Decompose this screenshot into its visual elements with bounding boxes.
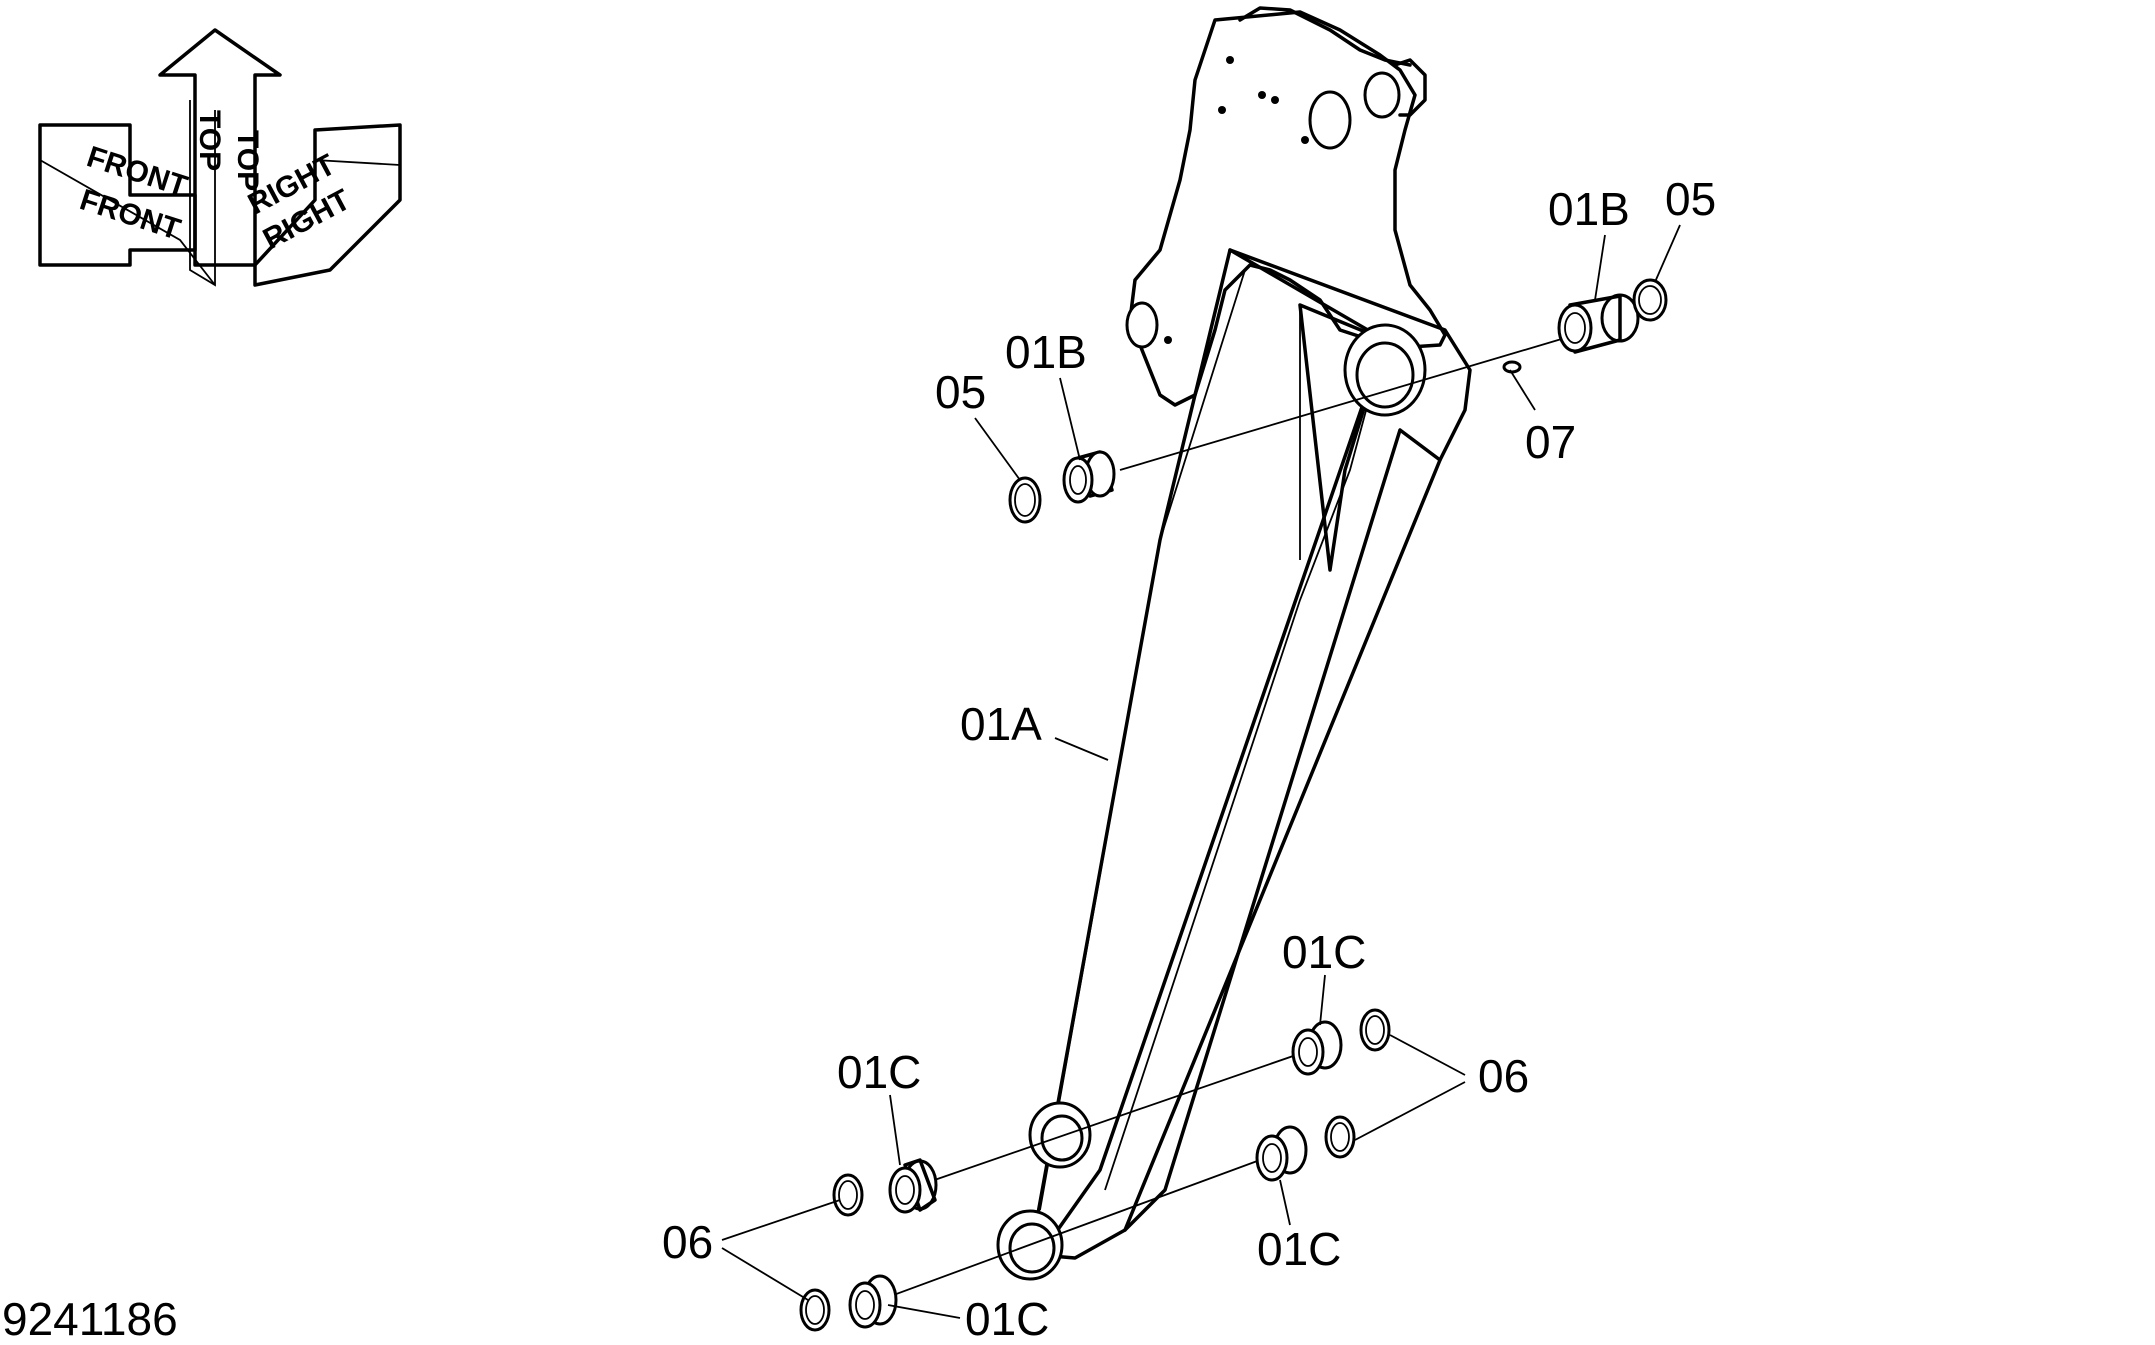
grease-fitting xyxy=(1502,360,1522,374)
callout-01b-right: 01B xyxy=(1548,183,1630,235)
bushing-upper-right xyxy=(1557,293,1640,354)
top-arrow-icon xyxy=(158,28,282,287)
front-arrow-icon xyxy=(38,123,216,286)
leader-lines xyxy=(721,224,1681,1319)
callout-01b-left: 01B xyxy=(1005,326,1087,378)
callout-01c-4: 01C xyxy=(965,1293,1049,1345)
callout-06-left: 06 xyxy=(662,1216,713,1268)
shim-upper-right xyxy=(1632,278,1668,322)
callout-01a: 01A xyxy=(960,698,1042,750)
bushing-lower-2 xyxy=(848,1274,898,1329)
shim-lower-right xyxy=(1324,1008,1391,1159)
pin-axis-lines xyxy=(879,334,1576,1301)
callout-05-left: 05 xyxy=(935,366,986,418)
right-arrow-icon xyxy=(253,123,402,287)
callout-06-right: 06 xyxy=(1478,1050,1529,1102)
orientation-top-label-2: TOP xyxy=(231,130,264,191)
arm-body xyxy=(996,6,1472,1281)
bushing-lower-1 xyxy=(888,1158,938,1214)
callout-07: 07 xyxy=(1525,416,1576,468)
callout-01c-3: 01C xyxy=(1257,1223,1341,1275)
orientation-top-label: TOP xyxy=(193,110,226,171)
orientation-indicator: TOP TOP FRONT FRONT RIGHT RIGHT xyxy=(38,28,402,287)
bushing-lower-4 xyxy=(1255,1125,1308,1182)
drawing-number: 9241186 xyxy=(2,1293,178,1345)
callout-01c-1: 01C xyxy=(1282,926,1366,978)
callout-labels: 01A 01B 05 01B 05 07 01C 01C 01C 01C 06 … xyxy=(662,173,1716,1345)
bushing-upper-left xyxy=(1062,450,1116,504)
bushing-lower-3 xyxy=(1291,1020,1343,1076)
callout-01c-2: 01C xyxy=(837,1046,921,1098)
shim-upper-left xyxy=(1008,476,1042,524)
callout-05-right: 05 xyxy=(1665,173,1716,225)
